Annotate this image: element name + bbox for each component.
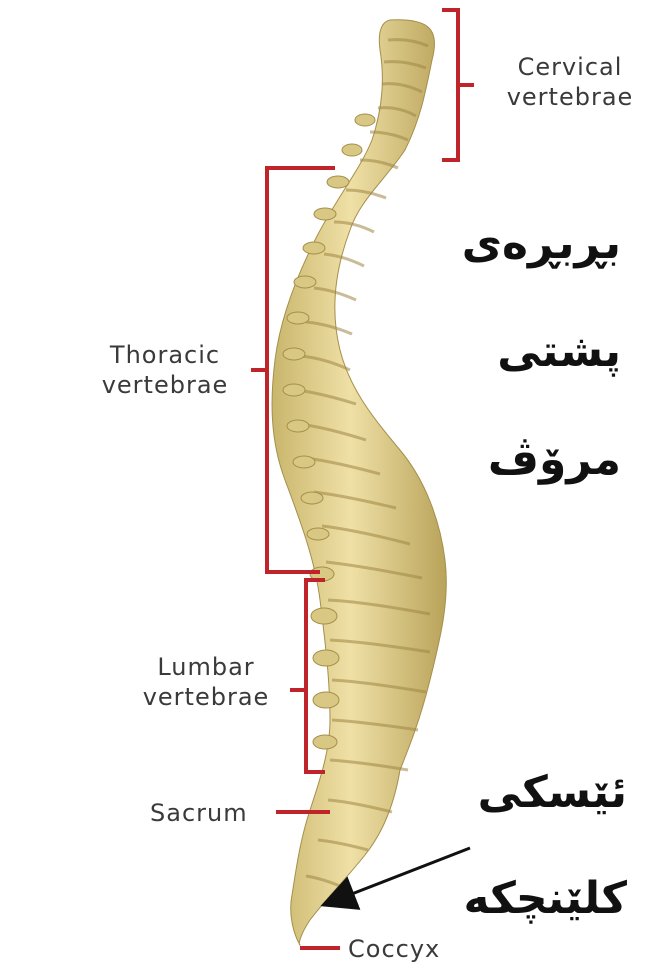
kurdish-title: بڕبڕەی پشتی مرۆڤ — [381, 190, 621, 514]
cervical-bracket — [442, 10, 458, 160]
lumbar-vertebrae-label: Lumbar vertebrae — [126, 652, 286, 712]
thoracic-label-line-2: vertebrae — [80, 370, 250, 400]
thoracic-vertebrae-label: Thoracic vertebrae — [80, 340, 250, 400]
kurdish-title-line-3: مرۆڤ — [381, 406, 621, 514]
cervical-vertebrae-label: Cervical vertebrae — [490, 52, 650, 112]
thoracic-label-line-1: Thoracic — [80, 340, 250, 370]
kurdish-coccyx-line-1: ئێسکی — [417, 740, 627, 846]
kurdish-title-line-2: پشتی — [381, 298, 621, 406]
lumbar-label-line-2: vertebrae — [126, 682, 286, 712]
kurdish-title-line-1: بڕبڕەی — [381, 190, 621, 298]
lumbar-label-line-1: Lumbar — [126, 652, 286, 682]
kurdish-coccyx-line-2: کلێنچکە — [417, 846, 627, 952]
cervical-label-line-2: vertebrae — [490, 82, 650, 112]
cervical-label-line-1: Cervical — [490, 52, 650, 82]
kurdish-coccyx-label: ئێسکی کلێنچکە — [417, 740, 627, 952]
sacrum-label: Sacrum — [150, 798, 248, 828]
